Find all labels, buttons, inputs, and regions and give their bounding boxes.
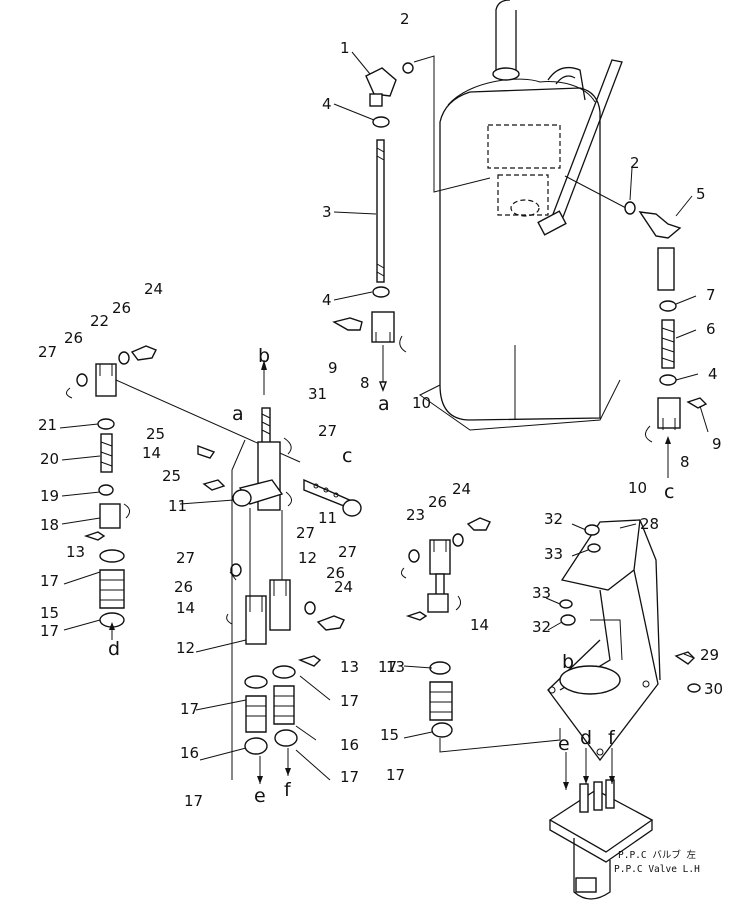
callout-27-top: 27: [318, 422, 337, 440]
parts-top-left-of-console: [332, 62, 414, 392]
flow-letter-a-center: a: [232, 403, 244, 425]
callout-24-top: 24: [144, 280, 163, 298]
valve-note-line-2: P.P.C Valve L.H: [614, 864, 700, 875]
callout-16-right: 16: [340, 736, 359, 754]
callout-11-right: 11: [318, 509, 337, 527]
flow-letter-e-mid: e: [254, 785, 266, 807]
callout-16-left: 16: [180, 744, 199, 762]
flow-letter-e-valve: e: [558, 733, 570, 755]
callout-28: 28: [640, 515, 659, 533]
flow-letter-d-left: d: [108, 638, 120, 660]
callout-17-l2: 17: [40, 622, 59, 640]
callout-31: 31: [308, 385, 327, 403]
callout-2-top: 2: [400, 10, 410, 28]
callout-4-top: 4: [322, 95, 332, 113]
flow-letter-a-mid: a: [378, 393, 390, 415]
callout-32-bot: 32: [532, 618, 551, 636]
flow-letter-d-valve: d: [580, 727, 592, 749]
callout-10-mid: 10: [412, 394, 431, 412]
callout-27-l: 27: [38, 343, 57, 361]
callout-13-mid: 13: [340, 658, 359, 676]
leader-lines: [59, 51, 709, 781]
callout-8-mid: 8: [360, 374, 370, 392]
flow-letter-b-bracket: b: [562, 651, 574, 673]
callout-26-r: 26: [428, 493, 447, 511]
valve-note-line-1: P.P.C バルブ 左: [618, 849, 697, 861]
callout-17-m4: 17: [340, 768, 359, 786]
callout-29: 29: [700, 646, 719, 664]
callout-33-top: 33: [544, 545, 563, 563]
flow-letters: a a b b c c d d e e f f: [108, 345, 674, 807]
callout-9-right: 9: [712, 435, 722, 453]
callout-24-mid: 24: [334, 578, 353, 596]
ppc-valve: [548, 748, 654, 900]
valve-note: P.P.C バルブ 左 P.P.C Valve L.H: [614, 849, 700, 875]
flow-letter-c-mid: c: [342, 445, 352, 467]
callout-14-left: 14: [142, 444, 161, 462]
callout-23: 23: [406, 506, 425, 524]
callout-26-l2: 26: [64, 329, 83, 347]
callout-20: 20: [40, 450, 59, 468]
callout-21: 21: [38, 416, 57, 434]
callout-24-right: 24: [452, 480, 471, 498]
callout-14-mid: 14: [176, 599, 195, 617]
callout-7: 7: [706, 286, 716, 304]
callout-27-mid: 27: [296, 524, 315, 542]
callout-11-left: 11: [168, 497, 187, 515]
callout-10-right: 10: [628, 479, 647, 497]
callout-25-top: 25: [146, 425, 165, 443]
callout-17-m1: 17: [180, 700, 199, 718]
callout-26-l1: 26: [112, 299, 131, 317]
callout-30: 30: [704, 680, 723, 698]
callout-25-bot: 25: [162, 467, 181, 485]
callout-13-left: 13: [66, 543, 85, 561]
callout-26-m2: 26: [326, 564, 345, 582]
callout-17-l1: 17: [40, 572, 59, 590]
callout-labels: 1 2 2 3 4 4 4 5 6 7 8 8 9 9 10 10 11 11 …: [38, 10, 723, 810]
callout-4-mid: 4: [322, 291, 332, 309]
callout-2-right: 2: [630, 154, 640, 172]
bracket-assembly: [547, 519, 701, 762]
callout-15-left: 15: [40, 604, 59, 622]
callout-17-r2: 17: [386, 766, 405, 784]
callout-15-right: 15: [380, 726, 399, 744]
callout-9-mid: 9: [328, 359, 338, 377]
callout-27-m2: 27: [176, 549, 195, 567]
callout-17-m2: 17: [184, 792, 203, 810]
callout-1: 1: [340, 39, 350, 57]
flow-letter-f-valve: f: [608, 727, 616, 749]
parts-right-center-column: [400, 517, 561, 753]
callout-22: 22: [90, 312, 109, 330]
callout-17-m3: 17: [340, 692, 359, 710]
callout-8-right: 8: [680, 453, 690, 471]
callout-3: 3: [322, 203, 332, 221]
console-body: [413, 0, 627, 431]
parts-center-linkage: [115, 360, 362, 784]
callout-33-bot: 33: [532, 584, 551, 602]
parts-right-column: [624, 201, 708, 478]
callout-17-r1: 17: [378, 658, 397, 676]
callout-14-right: 14: [470, 616, 489, 634]
flow-letter-b-top: b: [258, 345, 270, 367]
callout-27-r: 27: [338, 543, 357, 561]
callout-26-m: 26: [174, 578, 193, 596]
callout-5: 5: [696, 185, 706, 203]
callout-12-top: 12: [298, 549, 317, 567]
flow-letter-f-mid: f: [284, 779, 292, 801]
parts-left-column: [66, 345, 157, 640]
callout-19: 19: [40, 487, 59, 505]
callout-4-right: 4: [708, 365, 718, 383]
callout-6: 6: [706, 320, 716, 338]
callout-12-left: 12: [176, 639, 195, 657]
callout-13-right: 13: [386, 658, 405, 676]
flow-letter-c-right: c: [664, 481, 674, 503]
callout-32-top: 32: [544, 510, 563, 528]
callout-18: 18: [40, 516, 59, 534]
